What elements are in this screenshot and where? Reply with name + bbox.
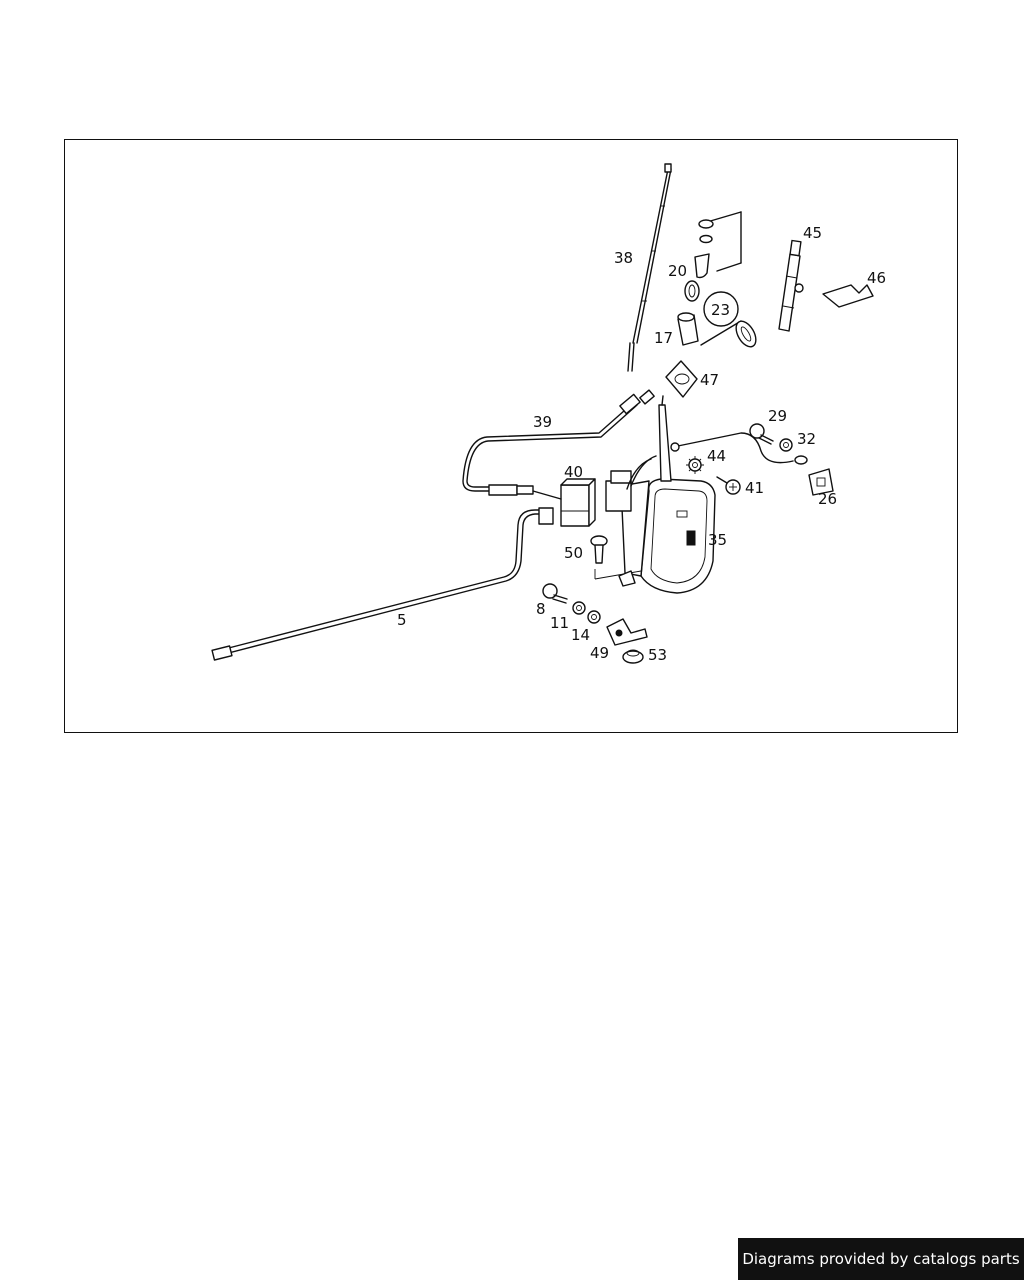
parts-group-bracket <box>700 211 742 346</box>
callout-8: 8 <box>536 600 546 618</box>
credit-text: Diagrams provided by catalogs parts <box>742 1250 1020 1268</box>
callout-5: 5 <box>397 611 407 629</box>
callout-44: 44 <box>707 447 726 465</box>
part-8-bolt <box>542 583 568 604</box>
callout-46: 46 <box>867 269 886 287</box>
callout-53: 53 <box>648 646 667 664</box>
part-40-control-module <box>532 478 596 527</box>
part-39-cable <box>462 389 655 496</box>
antenna-motor-housing <box>594 395 716 594</box>
parts-diagram-frame: 38 20 23 17 45 46 47 39 29 32 40 44 41 2… <box>64 139 958 733</box>
callout-35: 35 <box>708 531 727 549</box>
part-45-antenna-tube <box>778 239 804 332</box>
callout-38: 38 <box>614 249 633 267</box>
part-53-nut-cap <box>622 649 644 664</box>
part-47-grommet <box>665 360 698 398</box>
callout-39: 39 <box>533 413 552 431</box>
callout-14: 14 <box>571 626 590 644</box>
callout-41: 41 <box>745 479 764 497</box>
callout-50: 50 <box>564 544 583 562</box>
callout-45: 45 <box>803 224 822 242</box>
part-17-sleeve <box>677 312 699 346</box>
part-20-bushing <box>694 253 710 279</box>
part-23-circle <box>703 291 739 327</box>
part-44-star-washer <box>686 456 704 474</box>
part-41-screw <box>716 476 741 495</box>
seal-ring-part <box>735 320 757 348</box>
credit-badge: Diagrams provided by catalogs parts <box>738 1238 1024 1280</box>
part-46-cover-plate <box>822 284 874 308</box>
callout-47: 47 <box>700 371 719 389</box>
callout-23: 23 <box>711 301 730 319</box>
exploded-parts-diagram: 38 20 23 17 45 46 47 39 29 32 40 44 41 2… <box>211 163 886 664</box>
part-38-antenna-mast <box>627 163 672 372</box>
callout-49: 49 <box>590 644 609 662</box>
callout-labels: 38 20 23 17 45 46 47 39 29 32 40 44 41 2… <box>397 224 886 664</box>
ground-strap-cable <box>670 432 808 465</box>
part-14-spacer <box>587 610 601 624</box>
nut-parts <box>698 219 714 244</box>
callout-17: 17 <box>654 329 673 347</box>
callout-32: 32 <box>797 430 816 448</box>
callout-26: 26 <box>818 490 837 508</box>
callout-40: 40 <box>564 463 583 481</box>
part-26-clip-nut <box>808 468 834 496</box>
part-32-washer <box>779 438 793 452</box>
part-11-washer <box>572 601 586 615</box>
o-ring-part <box>684 280 700 302</box>
part-29-screw <box>749 423 774 445</box>
callout-11: 11 <box>550 614 569 632</box>
part-49-bracket <box>606 618 648 646</box>
callout-20: 20 <box>668 262 687 280</box>
part-50-bolt <box>590 535 608 564</box>
callout-29: 29 <box>768 407 787 425</box>
part-5-coax-cable <box>211 507 554 661</box>
